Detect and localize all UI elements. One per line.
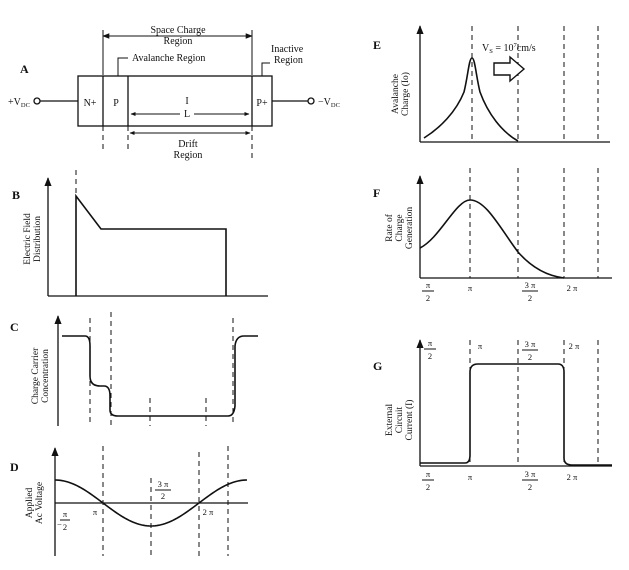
panel-g-top-pi-half-den: 2 — [428, 351, 432, 361]
avalanche-region-bracket — [117, 57, 128, 76]
panel-a-letter: A — [20, 62, 29, 76]
carrier-concentration-curve — [62, 335, 258, 417]
panel-f-tick-3pi-half-den: 2 — [528, 293, 532, 303]
panel-g-letter: G — [373, 359, 382, 373]
panel-f-tick-pi: π — [468, 283, 473, 293]
panel-g-external-current: G π 2 π 3 π 2 2 π π 2 π 3 π 2 2 π Extern… — [373, 338, 612, 492]
avalanche-charge-pulse — [423, 57, 519, 142]
applied-voltage-wave — [54, 479, 248, 527]
panel-f-tick-3pi-half-num: 3 π — [525, 280, 536, 290]
panel-e-ylabel-1: Avalanche — [391, 74, 401, 114]
panel-a-device-structure: A Space Charge Region Avalanche Region I… — [8, 25, 340, 161]
panel-g-top-2pi: 2 π — [569, 341, 580, 351]
panel-f-tick-pi-half-den: 2 — [426, 293, 430, 303]
vdc-plus-label: +VDC — [8, 97, 30, 109]
panel-d-ylabel-2: Ac Voltage — [35, 482, 45, 524]
panel-c-ylabel-1: Charge Carrier — [31, 347, 41, 404]
panel-g-top-pi-half-num: π — [428, 338, 433, 348]
panel-g-top-3pi-half-den: 2 — [528, 352, 532, 362]
i-layer-label: I — [185, 96, 188, 107]
panel-e-avalanche-charge: E VS = 107cm/s Avalanche Charge (Io) — [373, 25, 610, 143]
panel-f-charge-generation: F π 2 π 3 π 2 2 π Rate of Charge Generat… — [373, 168, 612, 303]
panel-g-bot-pi-half-num: π — [426, 469, 431, 479]
panel-d-tick-3pi-half-den: 2 — [161, 491, 165, 501]
panel-f-ylabel-3: Generation — [405, 207, 415, 249]
generation-rate-curve — [419, 199, 565, 279]
avalanche-region-label: Avalanche Region — [132, 53, 205, 64]
panel-d-ac-voltage: D π − 2 π 3 π 2 2 π Applied Ac Voltage — [10, 446, 248, 556]
panel-b-electric-field: B Electric Field Distribution — [12, 170, 268, 297]
panel-f-tick-2pi: 2 π — [567, 283, 578, 293]
vdc-minus-label: −VDC — [318, 97, 340, 109]
panel-g-ylabel-2: Circuit — [395, 406, 405, 433]
drift-direction-arrow — [493, 55, 526, 83]
panel-c-letter: C — [10, 320, 19, 334]
panel-f-tick-pi-half-num: π — [426, 280, 431, 290]
panel-d-tick-3pi-half-num: 3 π — [158, 479, 169, 489]
panel-g-bot-pi: π — [468, 472, 473, 482]
panel-g-ylabel-1: External — [385, 404, 395, 437]
inactive-region-label-2: Region — [274, 55, 303, 66]
external-current-pulse — [420, 363, 612, 466]
panel-g-bot-2pi: 2 π — [567, 472, 578, 482]
panel-d-tick-pi-half-neg: − — [57, 519, 62, 529]
panel-b-ylabel-1: Electric Field — [23, 213, 33, 265]
space-charge-label-2: Region — [164, 36, 193, 47]
right-terminal — [307, 97, 315, 105]
left-terminal — [33, 97, 41, 105]
inactive-region-label-1: Inactive — [271, 44, 304, 55]
panel-c-charge-carrier: C Charge Carrier Concentration — [10, 312, 258, 426]
panel-f-ylabel-2: Charge — [395, 214, 405, 241]
panel-d-letter: D — [10, 460, 19, 474]
panel-f-ylabel-1: Rate of — [384, 213, 395, 242]
electric-field-profile — [75, 193, 227, 296]
panel-c-ylabel-2: Concentration — [41, 349, 51, 403]
panel-d-tick-pi-half-num: π — [63, 509, 68, 519]
length-label: L — [184, 109, 190, 120]
panel-d-tick-pi: π — [93, 507, 98, 517]
panel-g-bot-3pi-half-num: 3 π — [525, 469, 536, 479]
panel-d-ylabel-1: Applied — [25, 487, 35, 518]
drift-region-label-1: Drift — [178, 139, 198, 150]
panel-g-top-pi: π — [478, 341, 483, 351]
p-plus-layer-label: P+ — [256, 98, 268, 109]
panel-d-tick-pi-half-den: 2 — [63, 522, 67, 532]
saturation-velocity-label: VS = 107cm/s — [482, 42, 536, 55]
p-layer-label: P — [113, 98, 119, 109]
n-plus-layer-label: N+ — [84, 98, 97, 109]
panel-e-ylabel-2: Charge (Io) — [400, 72, 411, 116]
panel-d-tick-2pi: 2 π — [203, 507, 214, 517]
panel-g-top-3pi-half-num: 3 π — [525, 339, 536, 349]
drift-region-label-2: Region — [174, 150, 203, 161]
panel-f-letter: F — [373, 186, 380, 200]
panel-g-ylabel-3: Current (I) — [404, 400, 415, 441]
panel-b-ylabel-2: Distribution — [33, 216, 43, 262]
space-charge-label-1: Space Charge — [150, 25, 206, 36]
panel-b-letter: B — [12, 188, 20, 202]
device-body — [77, 75, 273, 127]
panel-e-letter: E — [373, 38, 381, 52]
panel-g-bot-3pi-half-den: 2 — [528, 482, 532, 492]
inactive-region-bracket — [261, 62, 270, 76]
panel-g-bot-pi-half-den: 2 — [426, 482, 430, 492]
